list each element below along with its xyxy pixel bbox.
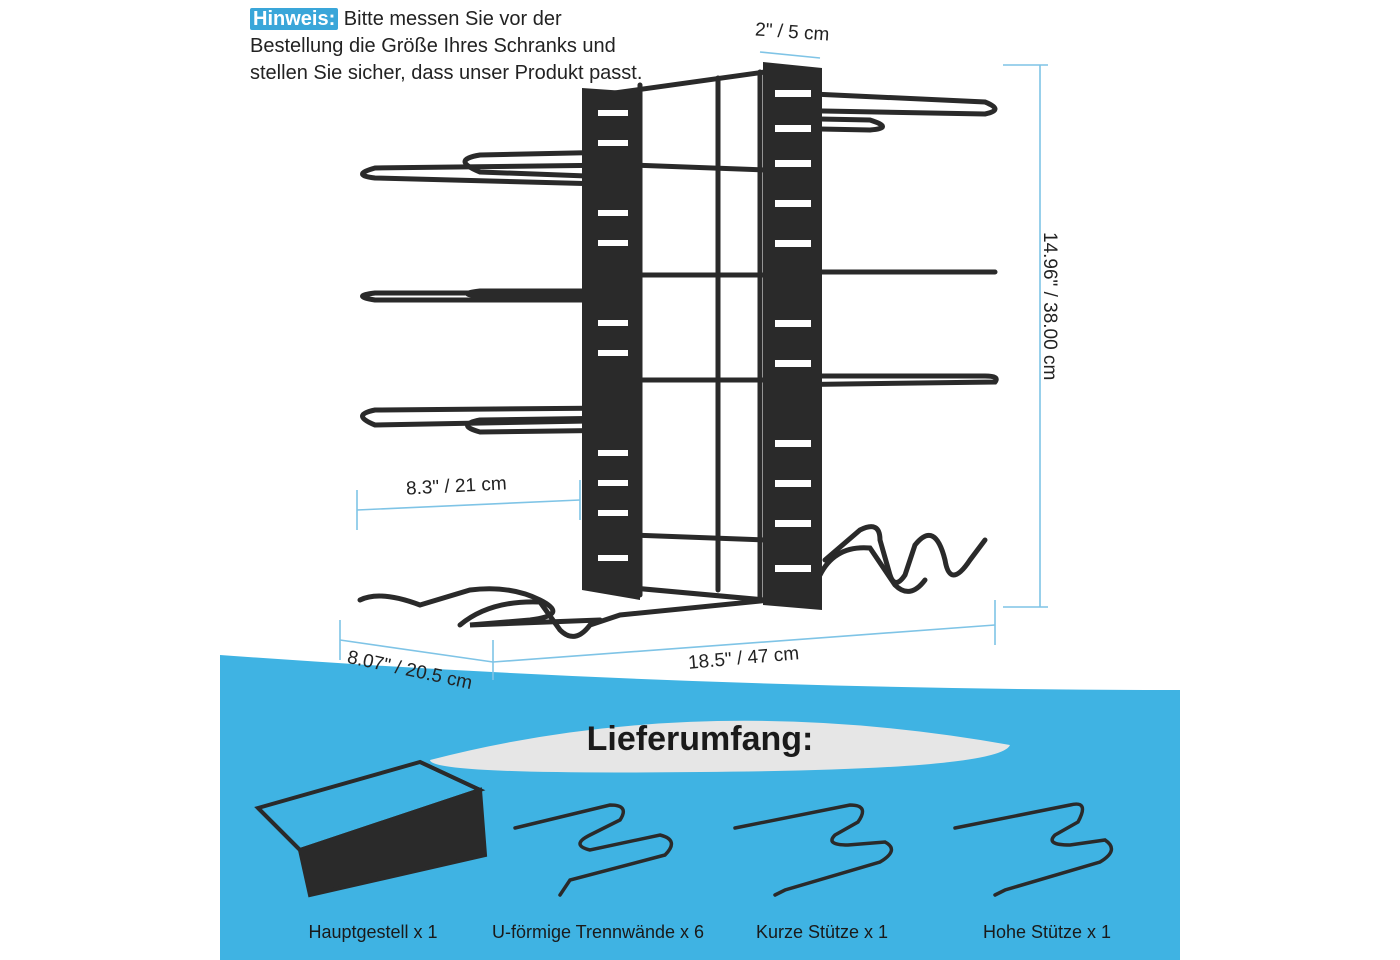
hinweis-tag: Hinweis: [250, 8, 339, 30]
rack [357, 69, 999, 639]
hinweis-note: Hinweis: Bitte messen Sie vor der Bestel… [250, 6, 650, 87]
side-panel-right [763, 62, 822, 610]
blue-banner [220, 655, 1180, 960]
side-panel-left [582, 88, 640, 600]
item-main-frame [254, 759, 488, 898]
item-label-tall-support: Hohe Stütze x 1 [982, 922, 1112, 942]
item-u-dividers [513, 803, 674, 897]
hinweis-text: Bitte messen Sie vor der Bestellung die … [250, 8, 643, 84]
item-label-u-dividers: U-förmige Trennwände x 6 [491, 922, 705, 942]
item-short-support [733, 803, 894, 897]
dim-height: 14.96" / 38.00 cm [1039, 232, 1060, 381]
item-label-short-support: Kurze Stütze x 1 [755, 922, 889, 942]
item-tall-support [953, 802, 1114, 897]
dimension-lines [339, 51, 1048, 680]
title-arc [430, 720, 1010, 773]
item-label-main-frame: Hauptgestell x 1 [308, 922, 438, 942]
package-title: Lieferumfang: [586, 720, 814, 758]
